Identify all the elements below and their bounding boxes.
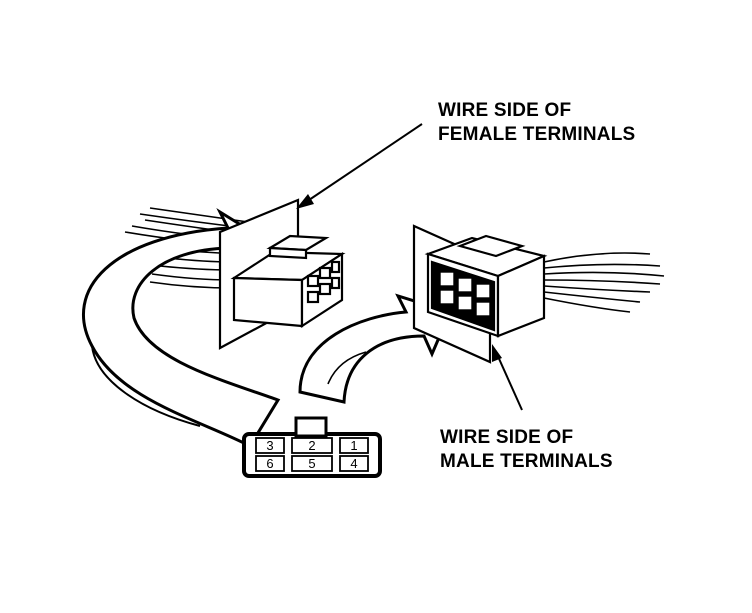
pin-label: 6 [266,456,273,471]
female-label-line-2: FEMALE TERMINALS [438,124,636,145]
female-terminals-label: WIRE SIDE OF FEMALE TERMINALS [438,99,635,147]
male-label-line-1: WIRE SIDE OF [440,427,574,448]
male-connector [424,234,548,338]
male-label-line-2: MALE TERMINALS [440,451,613,472]
curved-arrow-left [81,207,281,448]
pin-label: 2 [308,438,315,453]
female-label-line-1: WIRE SIDE OF [438,100,572,121]
pin-label: 1 [350,438,357,453]
pin-label: 3 [266,438,273,453]
pin-label: 5 [308,456,315,471]
female-connector [230,234,346,329]
male-terminals-label: WIRE SIDE OF MALE TERMINALS [440,426,613,474]
pin-label: 4 [350,456,357,471]
female-leader-arrow [296,123,423,209]
male-wire-bundle [543,252,665,313]
male-leader-arrow [492,344,523,411]
pinout-face-view: 3 2 1 6 5 4 [242,416,382,478]
